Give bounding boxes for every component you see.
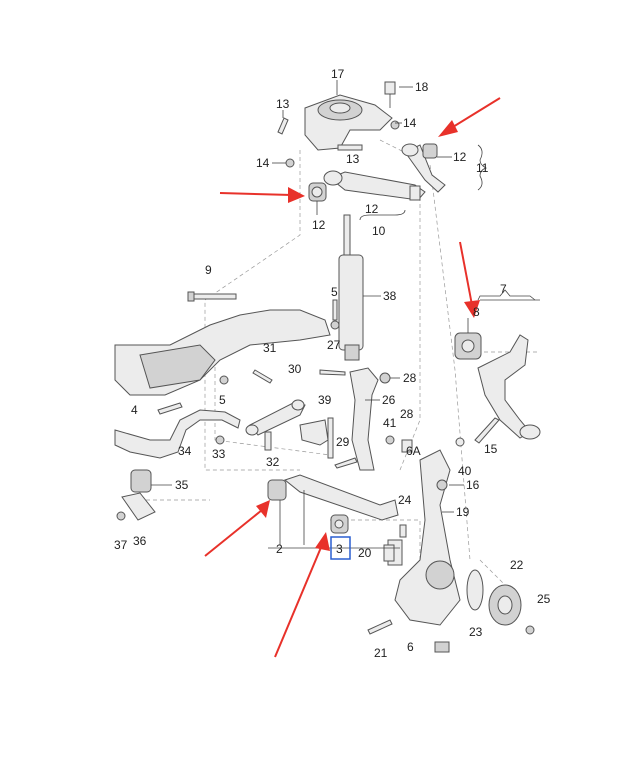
label-38: 38 <box>383 289 397 303</box>
label-12a: 12 <box>453 150 467 164</box>
upper-control-arm-front <box>323 170 426 201</box>
label-39: 39 <box>318 393 332 407</box>
bolts-left <box>157 299 358 469</box>
part-labels: 2 3 4 5 5 6 6A 7 8 9 10 11 12 12 12 13 1… <box>114 67 551 660</box>
label-12b: 12 <box>312 218 326 232</box>
label-16: 16 <box>466 478 480 492</box>
arrow-right <box>459 241 473 306</box>
label-11: 11 <box>476 161 489 175</box>
label-22: 22 <box>510 558 524 572</box>
label-37: 37 <box>114 538 128 552</box>
strut-top-mount <box>304 81 396 151</box>
coupling-rod-39 <box>299 417 334 459</box>
arrow-bottom <box>274 544 323 658</box>
wheel-hub <box>466 569 522 626</box>
subframe <box>114 309 331 396</box>
strut-fork <box>349 367 391 471</box>
link-arm-30 <box>245 399 306 451</box>
label-32: 32 <box>266 455 280 469</box>
label-20: 20 <box>358 546 372 560</box>
label-5a: 5 <box>331 285 338 299</box>
steering-knuckle <box>387 449 461 626</box>
label-28b: 28 <box>400 407 414 421</box>
label-9: 9 <box>205 263 212 277</box>
shock-absorber <box>338 214 364 361</box>
lower-control-arm <box>267 474 399 521</box>
label-34: 34 <box>178 444 192 458</box>
bolts-right <box>385 417 500 491</box>
label-35: 35 <box>175 478 189 492</box>
label-28a: 28 <box>403 371 417 385</box>
label-13b: 13 <box>346 152 360 166</box>
label-19: 19 <box>456 505 470 519</box>
label-4: 4 <box>131 403 138 417</box>
bolt-9 <box>187 291 237 302</box>
label-40: 40 <box>458 464 472 478</box>
bracket-36 <box>116 492 156 521</box>
label-13a: 13 <box>276 97 290 111</box>
highlight-box-3 <box>330 536 351 560</box>
label-3: 3 <box>336 542 343 556</box>
label-29: 29 <box>336 435 350 449</box>
label-14a: 14 <box>403 116 417 130</box>
red-arrows <box>204 97 501 658</box>
label-27: 27 <box>327 338 341 352</box>
label-24: 24 <box>398 493 412 507</box>
label-31: 31 <box>263 341 277 355</box>
upper-control-arm-rear <box>401 143 446 193</box>
label-6a: 6A <box>406 444 421 458</box>
label-26: 26 <box>382 393 396 407</box>
label-18: 18 <box>415 80 429 94</box>
stabilizer-bar <box>114 409 241 493</box>
label-10: 10 <box>372 224 386 238</box>
arrow-lower-left <box>204 509 263 557</box>
bushing-3 <box>330 514 349 534</box>
label-7: 7 <box>500 282 507 296</box>
label-21: 21 <box>374 646 388 660</box>
label-33: 33 <box>212 447 226 461</box>
label-17: 17 <box>331 67 345 81</box>
bushing-12 <box>308 182 327 202</box>
fasteners-bottom <box>367 524 535 653</box>
label-41: 41 <box>383 416 397 430</box>
label-14b: 14 <box>256 156 270 170</box>
upper-control-arm-right <box>454 332 541 440</box>
label-30: 30 <box>288 362 302 376</box>
label-6: 6 <box>407 640 414 654</box>
group-brackets <box>359 144 536 301</box>
arrow-top-right <box>447 97 501 131</box>
label-23: 23 <box>469 625 483 639</box>
arrow-left-top <box>219 192 293 196</box>
label-2: 2 <box>276 542 283 556</box>
label-25: 25 <box>537 592 551 606</box>
label-8: 8 <box>473 305 480 319</box>
leader-lines <box>151 80 540 549</box>
label-36: 36 <box>133 534 147 548</box>
label-5b: 5 <box>219 393 226 407</box>
label-12c: 12 <box>365 202 379 216</box>
label-15: 15 <box>484 442 498 456</box>
